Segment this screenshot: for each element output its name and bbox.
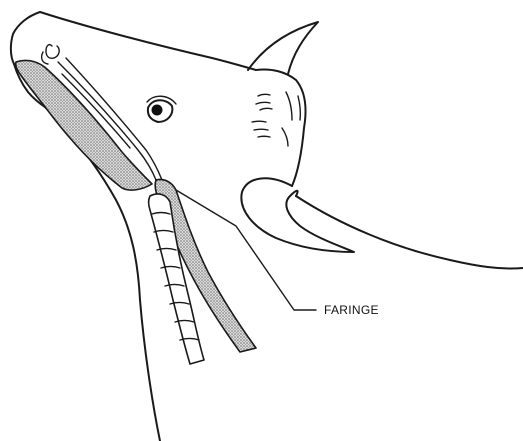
ear-wrinkles (252, 92, 300, 146)
nostril (42, 45, 60, 64)
head-outline (11, 12, 523, 441)
eye (147, 96, 176, 122)
pharynx-label: FARINGE (324, 303, 379, 317)
lower-horn (241, 178, 354, 252)
horn (248, 22, 318, 74)
oral-cavity (16, 60, 152, 190)
